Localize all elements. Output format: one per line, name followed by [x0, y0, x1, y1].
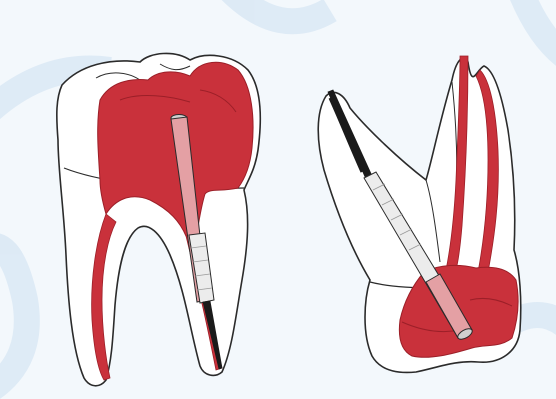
- left-molar: [57, 53, 260, 385]
- right-molar: [318, 56, 521, 372]
